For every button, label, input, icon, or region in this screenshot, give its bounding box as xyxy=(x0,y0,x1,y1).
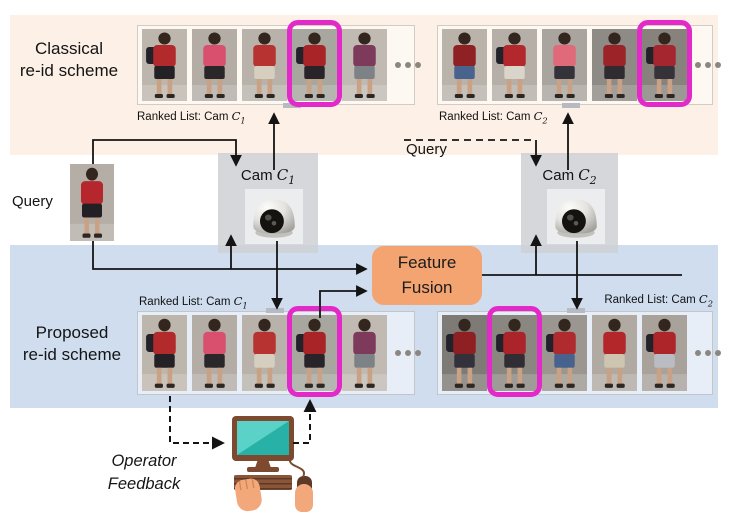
dome-camera-icon xyxy=(555,199,597,238)
monitor-base xyxy=(247,467,279,472)
cam-symbol: C xyxy=(233,294,243,308)
right-hand-icon xyxy=(295,484,313,512)
arrow-slot xyxy=(567,308,585,313)
cam-symbol: C xyxy=(231,109,241,123)
query-person-image xyxy=(70,164,114,241)
cam-subscript: 1 xyxy=(288,174,296,187)
person-thumbnail xyxy=(242,315,287,391)
ranked-list-proposed-c1 xyxy=(137,306,421,397)
person-thumbnail xyxy=(142,315,187,391)
cam-subscript: 2 xyxy=(707,298,713,309)
person-thumbnail xyxy=(342,29,387,101)
classical-scheme-label-line2: re-id scheme xyxy=(19,61,119,81)
person-thumbnail xyxy=(442,315,487,391)
person-thumbnail xyxy=(442,29,487,101)
query-label-right: Query xyxy=(406,141,447,158)
classical-scheme-label: Classical re-id scheme xyxy=(8,38,130,83)
cam-symbol: C xyxy=(533,109,543,123)
dome-camera-icon xyxy=(253,199,295,238)
person-thumbnail xyxy=(542,315,587,391)
proposed-scheme-label-line2: re-id scheme xyxy=(22,345,122,365)
arrow-slot xyxy=(562,103,580,108)
caption-text: Ranked List: Cam xyxy=(137,111,232,123)
ranked-list-classical-c1 xyxy=(137,20,421,107)
ellipsis-dots xyxy=(695,350,721,356)
person-thumbnail xyxy=(642,315,687,391)
caption-ranked-list-classical-c2: Ranked List: Cam C2 xyxy=(439,109,548,125)
person-thumbnail xyxy=(592,315,637,391)
person-thumbnail-highlighted xyxy=(287,20,342,107)
proposed-scheme-label-line1: Proposed xyxy=(35,323,109,342)
cam-subscript: 2 xyxy=(542,115,548,126)
caption-text: Ranked List: Cam xyxy=(139,296,234,308)
ellipsis-dots xyxy=(395,350,421,356)
operator-feedback-line2: Feedback xyxy=(107,475,181,494)
person-thumbnail-highlighted xyxy=(287,306,342,397)
camera-label-text: Cam xyxy=(240,167,277,184)
cam-subscript: 2 xyxy=(589,174,597,187)
caption-ranked-list-proposed-c1: Ranked List: Cam C1 xyxy=(139,294,248,310)
caption-ranked-list-proposed-c2: Ranked List: Cam C2 xyxy=(563,292,713,308)
cam-subscript: 1 xyxy=(240,115,246,126)
feature-fusion-line2: Fusion xyxy=(401,277,453,297)
camera-label-c1: Cam C1 xyxy=(218,166,318,187)
person-thumbnail-highlighted xyxy=(637,20,692,107)
person-thumbnail xyxy=(192,29,237,101)
feature-fusion-line1: Feature xyxy=(397,252,457,272)
person-thumbnail xyxy=(342,315,387,391)
mouse-cable xyxy=(288,458,306,478)
camera-label-c2: Cam C2 xyxy=(521,166,618,187)
person-thumbnail xyxy=(192,315,237,391)
person-thumbnail xyxy=(492,29,537,101)
person-thumbnail xyxy=(542,29,587,101)
arrow-slot xyxy=(266,308,284,313)
cam-symbol: C xyxy=(698,292,708,306)
operator-feedback-line1: Operator xyxy=(111,452,177,470)
person-thumbnail xyxy=(242,29,287,101)
operator-feedback-label: Operator Feedback xyxy=(88,450,200,496)
camera-label-text: Cam xyxy=(542,167,579,184)
ellipsis-dots xyxy=(695,62,721,68)
cam-symbol: C xyxy=(276,166,289,184)
caption-text: Ranked List: Cam xyxy=(439,111,534,123)
caption-text: Ranked List: Cam xyxy=(604,294,699,306)
feature-fusion-box: Feature Fusion xyxy=(372,246,482,305)
caption-ranked-list-classical-c1: Ranked List: Cam C1 xyxy=(137,109,246,125)
ranked-list-classical-c2 xyxy=(437,20,721,107)
cam-symbol: C xyxy=(578,166,590,184)
person-thumbnail xyxy=(142,29,187,101)
ranked-list-proposed-c2 xyxy=(437,306,721,397)
monitor-stand xyxy=(255,461,271,468)
monitor-screen xyxy=(237,421,289,455)
person-thumbnail-highlighted xyxy=(487,306,542,397)
classical-scheme-label-line1: Classical xyxy=(34,39,104,58)
cam-subscript: 1 xyxy=(242,300,248,311)
left-hand-icon xyxy=(233,477,264,513)
person-thumbnail xyxy=(592,29,637,101)
query-label-left: Query xyxy=(12,193,53,210)
proposed-scheme-label: Proposed re-id scheme xyxy=(10,322,134,367)
ellipsis-dots xyxy=(395,62,421,68)
